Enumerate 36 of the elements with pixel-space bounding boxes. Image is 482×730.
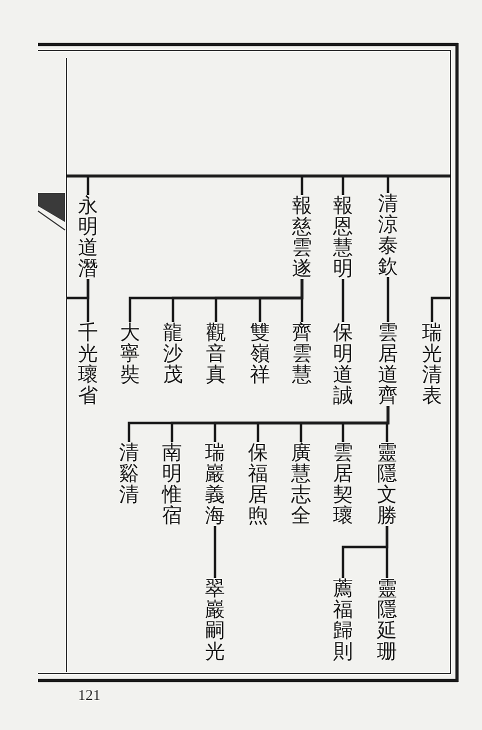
name-label: 大寧奘 (120, 322, 140, 385)
name-label: 龍沙茂 (163, 322, 183, 385)
name-label: 千光瓌省 (78, 322, 98, 406)
name-label: 翠巖嗣光 (205, 578, 225, 662)
connector-line (67, 279, 90, 300)
connector-line (86, 176, 90, 195)
connector-line (342, 526, 388, 578)
name-label: 永明道潛 (78, 195, 98, 279)
name-label: 瑞光清表 (422, 322, 442, 406)
name-label: 清谿清 (119, 442, 139, 505)
name-label: 清涼泰欽 (378, 193, 398, 277)
name-label: 報慈雲遂 (292, 195, 312, 279)
page-number: 121 (78, 688, 100, 704)
connector-line (128, 279, 304, 322)
connector-line (342, 176, 344, 195)
connector-line (214, 526, 216, 578)
name-label: 齊雲慧 (292, 322, 312, 385)
name-label: 報恩慧明 (333, 195, 353, 279)
name-label: 雲居契瓌 (333, 442, 353, 526)
connector-line (128, 406, 390, 442)
name-label: 南明惟宿 (162, 442, 182, 526)
name-label: 雲居道齊 (378, 322, 398, 406)
name-label: 瑞巖義海 (205, 442, 225, 526)
name-label: 保明道誠 (333, 322, 353, 406)
connector-line (386, 277, 390, 322)
name-label: 薦福歸則 (333, 578, 353, 662)
connector-line (342, 279, 344, 322)
connector-line (300, 176, 304, 195)
connector-line (430, 296, 450, 322)
name-label: 觀音真 (206, 322, 226, 385)
name-label: 廣慧志全 (291, 442, 311, 526)
connector-line (386, 176, 390, 193)
name-label: 保福居煦 (248, 442, 268, 526)
name-label: 雙嶺祥 (250, 322, 270, 385)
name-label: 靈隱延珊 (377, 578, 397, 662)
name-label: 靈隱文勝 (377, 442, 397, 526)
